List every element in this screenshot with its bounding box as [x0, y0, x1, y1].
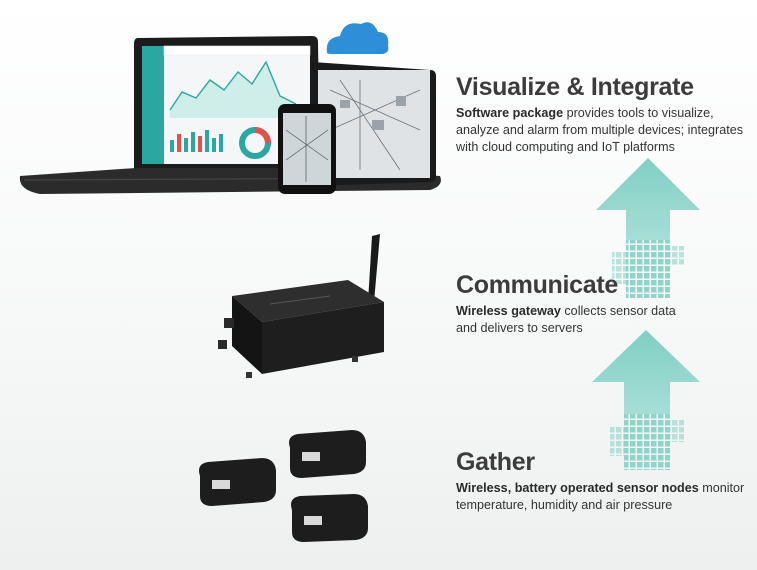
cloud-icon [326, 22, 389, 54]
section-gather: Gather Wireless, battery operated sensor… [456, 449, 746, 514]
desc-visualize: Software package provides tools to visua… [456, 105, 746, 156]
heading-gather: Gather [456, 448, 535, 476]
desc-gather: Wireless, battery operated sensor nodes … [456, 480, 746, 514]
phone [278, 104, 336, 194]
up-arrow [596, 158, 700, 298]
sensor-node [289, 430, 366, 478]
lead-gather: Wireless, battery operated sensor nodes [456, 481, 699, 495]
sensor-node [291, 494, 368, 542]
heading-communicate: Communicate [456, 271, 619, 299]
up-arrow [592, 330, 700, 470]
heading-visualize: Visualize & Integrate [456, 73, 694, 101]
rest-visualize: provides tools to visualize, analyze and… [456, 106, 743, 154]
gateway [218, 234, 384, 378]
desc-communicate: Wireless gateway collects sensor data an… [456, 303, 696, 337]
rest-communicate: collects sensor data and delivers to ser… [456, 304, 676, 335]
section-communicate: Communicate Wireless gateway collects se… [456, 272, 696, 337]
lead-communicate: Wireless gateway [456, 304, 561, 318]
rest-gather: monitor temperature, humidity and air pr… [456, 481, 745, 512]
tablet [312, 62, 436, 186]
section-visualize: Visualize & Integrate Software package p… [456, 74, 746, 156]
lead-visualize: Software package [456, 106, 564, 120]
sensor-node [199, 458, 276, 506]
